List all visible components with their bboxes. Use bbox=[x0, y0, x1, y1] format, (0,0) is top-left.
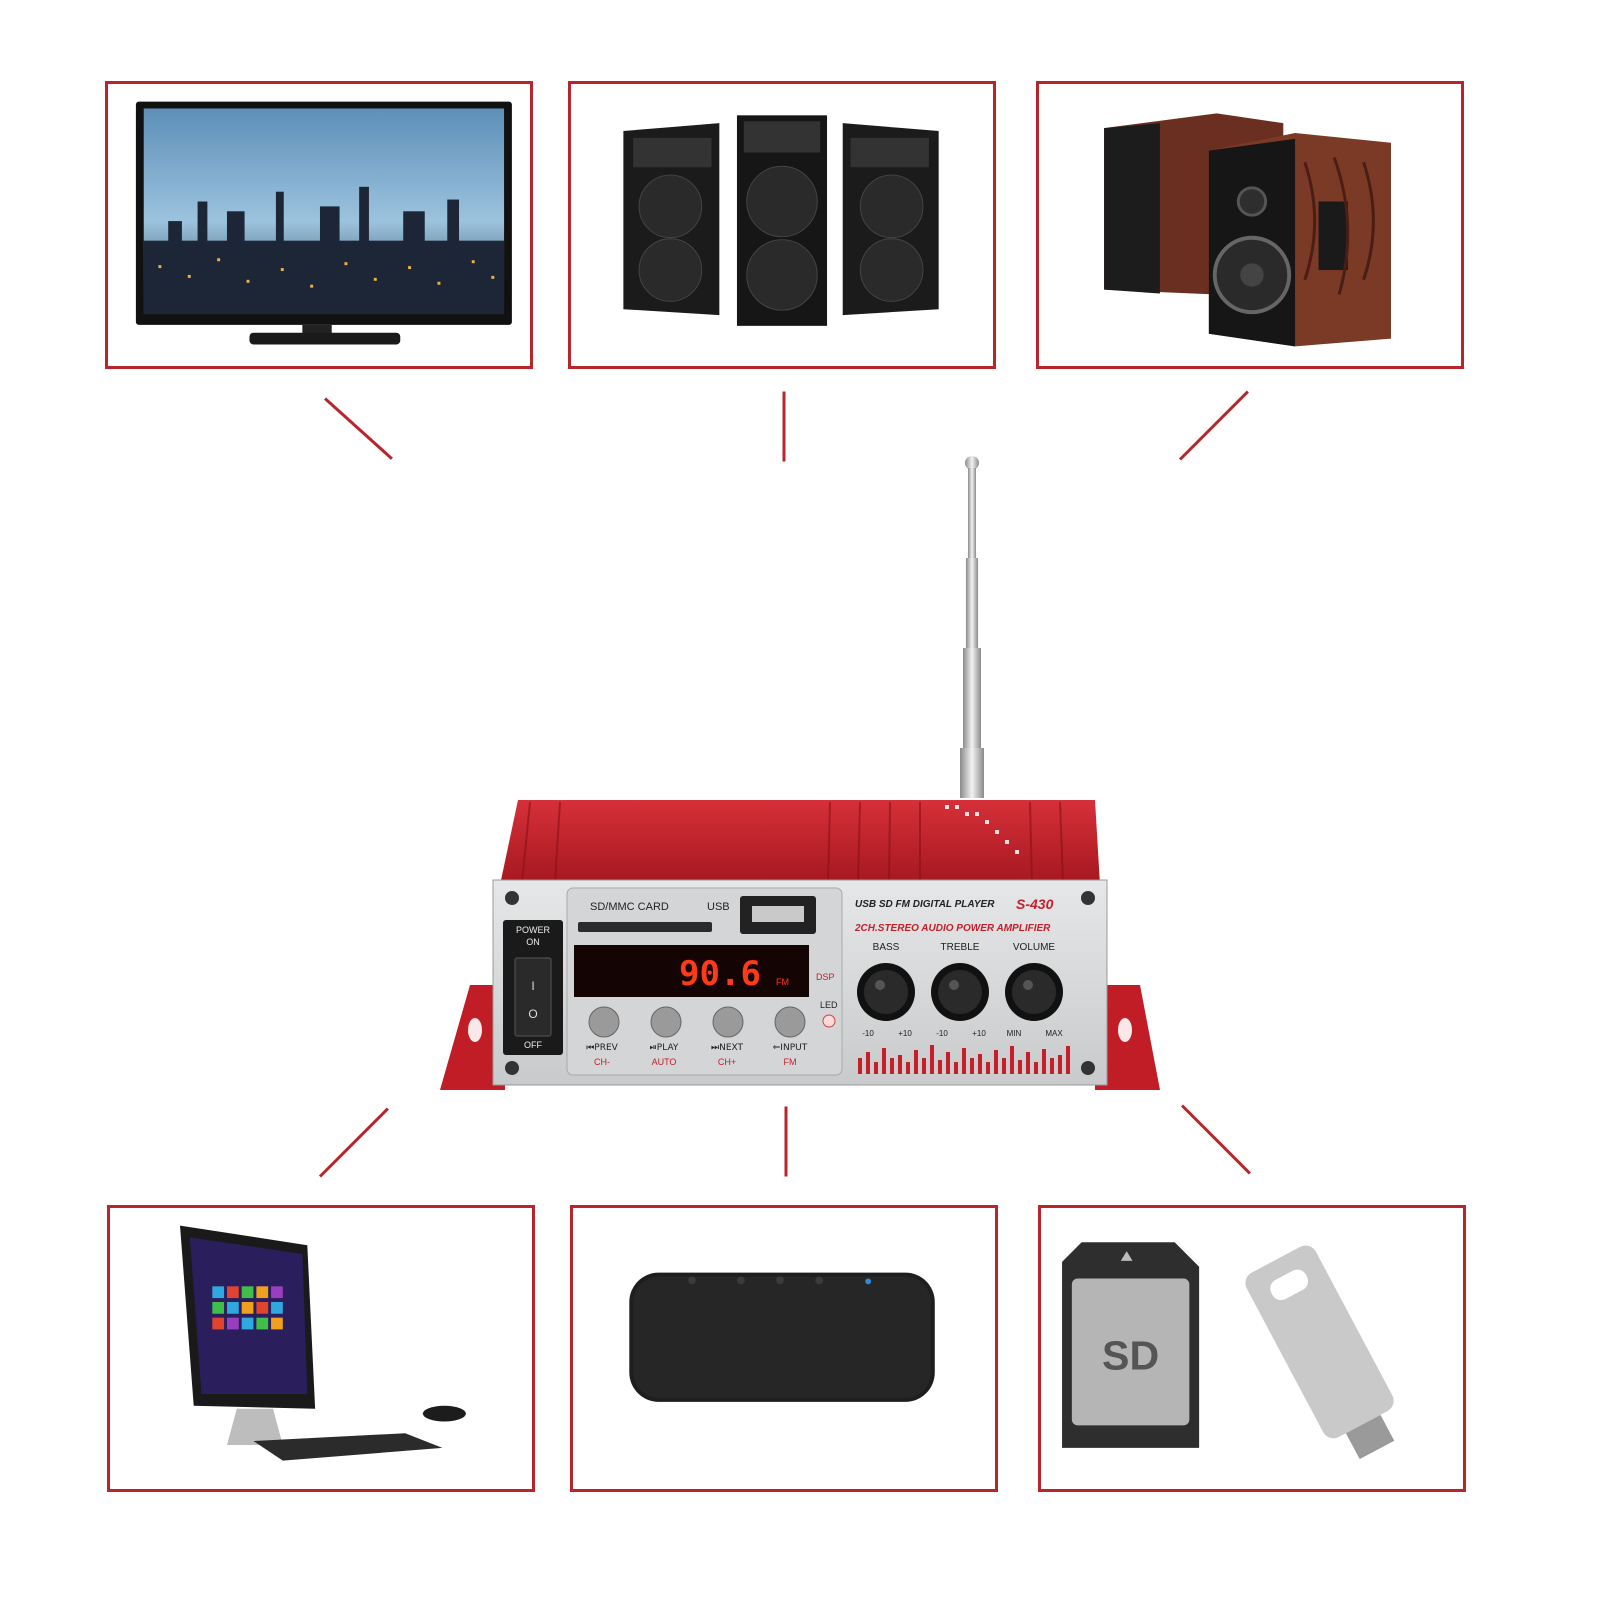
model-label: S-430 bbox=[1016, 896, 1054, 912]
knob-volume-min: MIN bbox=[1007, 1029, 1022, 1038]
next-button-label: ⏭NEXT bbox=[711, 1043, 744, 1053]
sd-usb-icon: SD bbox=[1062, 1242, 1395, 1460]
prev-button[interactable] bbox=[588, 1006, 620, 1038]
next-button[interactable] bbox=[712, 1006, 744, 1038]
power-label: POWER bbox=[516, 925, 551, 935]
play-button-label: ⏯PLAY bbox=[650, 1043, 679, 1053]
play-button[interactable] bbox=[650, 1006, 682, 1038]
bluetooth-speaker-frame bbox=[570, 1205, 998, 1492]
prev-button-label: ⏮PREV bbox=[586, 1043, 618, 1053]
amplifier: POWER ON I O OFF SD/MMC CARD USB 90.6 FM… bbox=[440, 456, 1160, 1090]
amp-housing bbox=[500, 800, 1100, 885]
connector-line bbox=[784, 1106, 788, 1177]
knob-volume-max: MAX bbox=[1045, 1029, 1063, 1038]
pa-speakers-frame bbox=[568, 81, 996, 369]
sd-card-label: SD bbox=[1102, 1333, 1159, 1379]
knob-bass-max: +10 bbox=[898, 1029, 912, 1038]
computer-frame bbox=[107, 1205, 535, 1492]
knob-treble-min: -10 bbox=[936, 1029, 948, 1038]
knob-treble-label: TREBLE bbox=[941, 942, 980, 953]
next-button-sub: CH+ bbox=[718, 1057, 736, 1067]
input-button-sub: FM bbox=[784, 1057, 797, 1067]
play-button-sub: AUTO bbox=[652, 1057, 677, 1067]
tv-frame bbox=[105, 81, 533, 369]
usb-label: USB bbox=[707, 901, 730, 913]
knob-treble[interactable] bbox=[931, 963, 989, 1021]
dsp-label: DSP bbox=[816, 972, 835, 982]
bookshelf-speakers-icon bbox=[1104, 113, 1391, 347]
connector-line bbox=[323, 397, 393, 460]
tv-icon bbox=[135, 101, 512, 345]
prev-button-sub: CH- bbox=[594, 1057, 610, 1067]
bookshelf-speakers-frame bbox=[1036, 81, 1464, 369]
sd-card-slot[interactable] bbox=[578, 922, 712, 932]
control-buttons: ⏮PREV ⏯PLAY ⏭NEXT ⇐INPUT CH- AUTO CH+ FM bbox=[586, 1006, 808, 1067]
power-switch-on-mark: I bbox=[531, 979, 534, 993]
card-slot-label: SD/MMC CARD bbox=[590, 901, 669, 913]
computer-icon bbox=[180, 1225, 466, 1461]
power-off-label: OFF bbox=[524, 1040, 542, 1050]
subtitle-label: 2CH.STEREO AUDIO POWER AMPLIFIER bbox=[854, 923, 1051, 934]
connector-line bbox=[782, 391, 786, 462]
led-label: LED bbox=[820, 1000, 838, 1010]
pa-speakers-icon bbox=[623, 115, 939, 326]
connector-line bbox=[1178, 390, 1249, 461]
led-display bbox=[574, 945, 809, 997]
power-on-label: ON bbox=[526, 937, 540, 947]
antenna[interactable] bbox=[960, 456, 984, 798]
knob-volume-label: VOLUME bbox=[1013, 942, 1056, 953]
power-switch-off-mark: O bbox=[528, 1007, 537, 1021]
knob-volume[interactable] bbox=[1005, 963, 1063, 1021]
input-button-label: ⇐INPUT bbox=[773, 1043, 808, 1053]
power-switch[interactable] bbox=[514, 957, 552, 1037]
led-indicator bbox=[822, 1014, 836, 1028]
sd-usb-frame: SD bbox=[1038, 1205, 1466, 1492]
connector-line bbox=[318, 1107, 389, 1178]
connector-line bbox=[1180, 1104, 1251, 1175]
eq-decoration bbox=[858, 1045, 1070, 1074]
knob-bass-min: -10 bbox=[862, 1029, 874, 1038]
knob-bass[interactable] bbox=[857, 963, 915, 1021]
header-label: USB SD FM DIGITAL PLAYER bbox=[855, 899, 995, 910]
input-button[interactable] bbox=[774, 1006, 806, 1038]
knob-bass-label: BASS bbox=[873, 942, 900, 953]
display-frequency: 90.6 bbox=[679, 954, 761, 994]
knob-treble-max: +10 bbox=[972, 1029, 986, 1038]
bluetooth-speaker-icon bbox=[629, 1272, 935, 1402]
display-band: FM bbox=[776, 977, 789, 987]
